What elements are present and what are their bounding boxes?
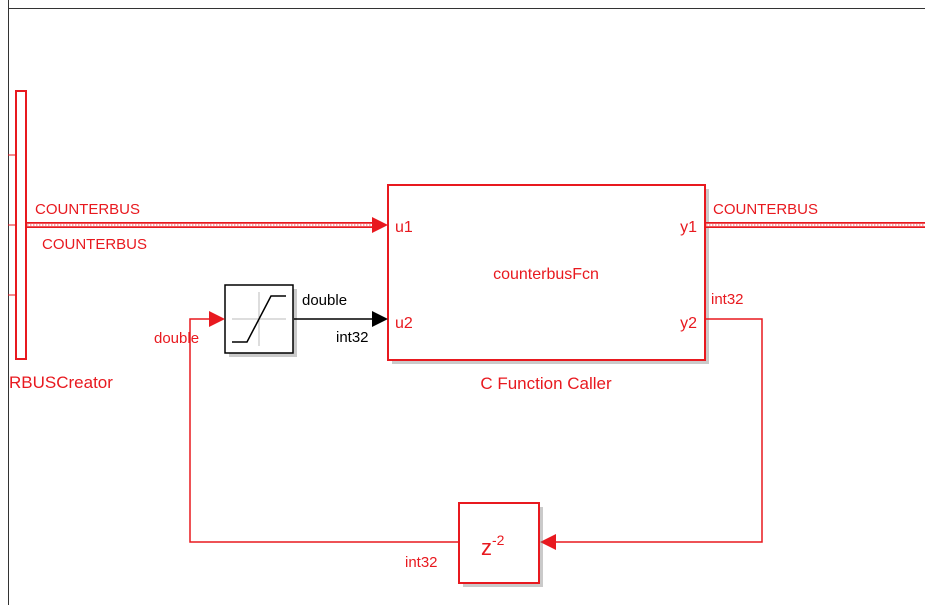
u2-in-type-label: int32	[336, 329, 369, 346]
bus-creator-name-label: RBUSCreator	[9, 373, 113, 392]
port-label-y2: y2	[680, 315, 697, 332]
function-name-label: counterbusFcn	[493, 266, 599, 283]
port-label-u2: u2	[395, 315, 413, 332]
sat-out-type-label: double	[302, 292, 347, 309]
bus-in-top-label: COUNTERBUS	[35, 201, 140, 218]
saturation-icon	[232, 292, 286, 346]
delay-exponent: -2	[492, 532, 505, 548]
delay-block[interactable]	[458, 502, 543, 587]
bus-out-label: COUNTERBUS	[713, 201, 818, 218]
saturation-block[interactable]	[224, 284, 297, 357]
y2-out-type-label: int32	[711, 291, 744, 308]
delay-transfer-label: z-2	[481, 532, 505, 560]
signal-line-delay-to-saturation[interactable]	[189, 311, 459, 543]
port-label-y1: y1	[680, 219, 697, 236]
bus-signal-line-in[interactable]	[27, 217, 388, 233]
delay-base: z	[481, 535, 492, 560]
bus-creator-block[interactable]	[8, 90, 27, 360]
port-label-u1: u1	[395, 219, 413, 236]
sat-in-type-label: double	[154, 330, 199, 347]
c-function-caller-block[interactable]	[387, 184, 709, 364]
signal-line-saturation-to-u2[interactable]	[294, 311, 388, 327]
bus-in-bottom-label: COUNTERBUS	[42, 236, 147, 253]
c-function-caller-name: C Function Caller	[480, 374, 612, 393]
delay-out-type-label: int32	[405, 554, 438, 571]
signal-line-y2-to-delay[interactable]	[540, 318, 763, 550]
